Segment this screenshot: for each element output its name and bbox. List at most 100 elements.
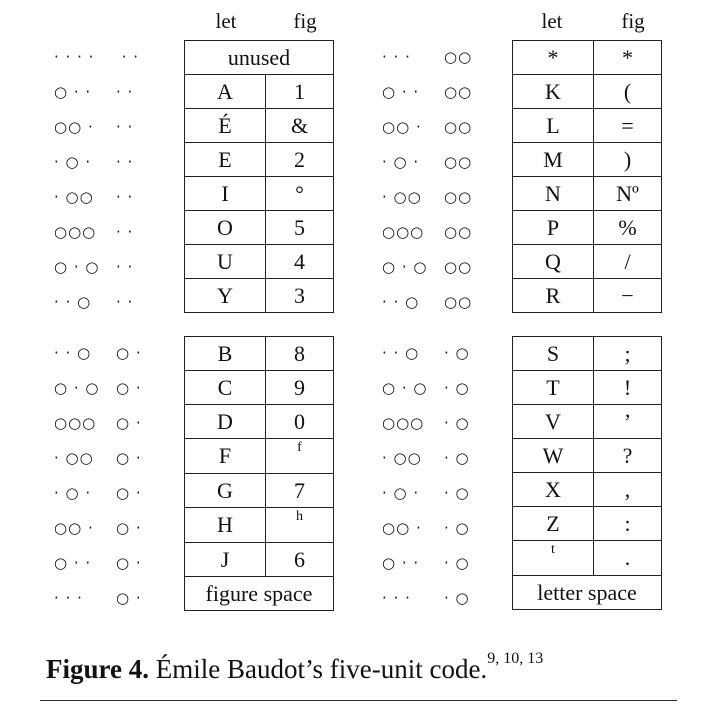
letter-cell: L: [512, 108, 594, 143]
span-cell: figure space: [184, 576, 334, 611]
table-row: Q/: [512, 244, 662, 279]
letter-cell: É: [184, 108, 266, 143]
letter-cell: P: [512, 210, 594, 245]
letter-cell: *: [512, 40, 594, 75]
code-pattern: ○○○· ·: [54, 215, 156, 250]
code-holes-first: ○ · ·: [54, 554, 92, 572]
letter-cell: J: [184, 542, 266, 577]
table-row: É&: [184, 108, 334, 143]
code-holes-second: ○ ·: [116, 484, 142, 502]
letter-cell: I: [184, 176, 266, 211]
table-row: W?: [512, 438, 662, 473]
code-holes-second: · ○: [444, 589, 470, 607]
figure-cell: 6: [265, 542, 334, 577]
code-holes-second: ○○: [444, 83, 473, 101]
code-holes-first: · · · ·: [54, 48, 95, 66]
code-holes-second: ○○: [444, 153, 473, 171]
letter-cell: C: [184, 370, 266, 405]
header-fig-left: fig: [293, 9, 317, 33]
table-row: K(: [512, 74, 662, 109]
figure-cell: 4: [265, 244, 334, 279]
code-pattern: ○ · ○· ○: [382, 371, 484, 406]
figure-cell: °: [265, 176, 334, 211]
code-holes-first: · ○○: [54, 449, 94, 467]
code-holes-first: · ○○: [382, 449, 422, 467]
figure-cell: ?: [593, 438, 662, 473]
code-holes-second: ○ ·: [116, 589, 142, 607]
code-holes-first: · ○ ·: [382, 153, 420, 171]
code-pattern: ○○○· ○: [382, 406, 484, 441]
figure-cell: &: [265, 108, 334, 143]
table-row: X,: [512, 472, 662, 507]
code-holes-first: · · ○: [382, 344, 420, 362]
figure-cell: Nº: [593, 176, 662, 211]
table-row: t.: [512, 540, 662, 576]
table-row: figure space: [184, 576, 334, 611]
code-holes-first: · · ·: [382, 48, 411, 66]
letter-cell: V: [512, 404, 594, 439]
table-row: V’: [512, 404, 662, 439]
code-pattern: · · ·○○: [382, 40, 484, 75]
figure-cell: 0: [265, 404, 334, 439]
figure-cell: 3: [265, 278, 334, 313]
code-holes-second: · ○: [444, 414, 470, 432]
table-row: S;: [512, 336, 662, 371]
span-cell: unused: [184, 40, 334, 75]
letter-cell: B: [184, 336, 266, 371]
code-holes-first: · · ·: [54, 589, 83, 607]
code-pattern: · · ○· ·: [54, 285, 156, 320]
figure-cell: =: [593, 108, 662, 143]
code-pattern: ○ · ·· ○: [382, 546, 484, 581]
code-holes-first: · ○ ·: [54, 484, 92, 502]
code-holes-first: · ○○: [54, 188, 94, 206]
letter-cell: Y: [184, 278, 266, 313]
letter-cell: W: [512, 438, 594, 473]
code-holes-second: · ·: [116, 188, 134, 206]
code-pattern: · ○○· ○: [382, 441, 484, 476]
letter-cell: S: [512, 336, 594, 371]
code-holes-first: ○○ ·: [382, 118, 422, 136]
code-pattern: · ○ · ○○: [382, 145, 484, 180]
code-pattern: · ○ · ○ ·: [54, 476, 156, 511]
code-holes-first: ○ · ○: [54, 258, 100, 276]
letter-cell: N: [512, 176, 594, 211]
figure-cell: f: [265, 438, 334, 474]
header-let-left: let: [215, 9, 237, 33]
letter-cell: D: [184, 404, 266, 439]
code-pattern: ○ · ○· ·: [54, 250, 156, 285]
code-holes-first: · · ○: [382, 293, 420, 311]
code-column-left-top: · · · · · ·○ · ·· ·○○ ·· ·· ○ ·· ·· ○○· …: [54, 40, 156, 320]
code-column-right-top: · · ·○○○ · ·○○○○ ·○○· ○ ·○○· ○○○○○○○○○○ …: [382, 40, 484, 320]
code-holes-second: · ○: [444, 484, 470, 502]
letter-cell: A: [184, 74, 266, 109]
code-pattern: ○ · ○○○: [382, 250, 484, 285]
code-holes-second: · ○: [444, 379, 470, 397]
header-let-right: let: [541, 9, 563, 33]
code-holes-second: · ·: [116, 153, 134, 171]
figure-cell: ’: [593, 404, 662, 439]
table-row: R−: [512, 278, 662, 313]
code-holes-second: · ·: [116, 48, 140, 66]
figure-cell: !: [593, 370, 662, 405]
figure-cell: 7: [265, 473, 334, 508]
code-holes-first: · ○○: [382, 188, 422, 206]
table-row: Z:: [512, 506, 662, 541]
code-holes-first: · · ○: [54, 293, 92, 311]
code-pattern: ○○ ·○ ·: [54, 511, 156, 546]
letter-cell: t: [512, 540, 594, 576]
code-holes-second: ○○: [444, 223, 473, 241]
letter-cell: U: [184, 244, 266, 279]
code-pattern: ○○ ·○○: [382, 110, 484, 145]
figure-cell: h: [265, 507, 334, 543]
figure-caption: Figure 4. Émile Baudot’s five-unit code.…: [46, 650, 543, 685]
letter-cell: H: [184, 507, 266, 543]
